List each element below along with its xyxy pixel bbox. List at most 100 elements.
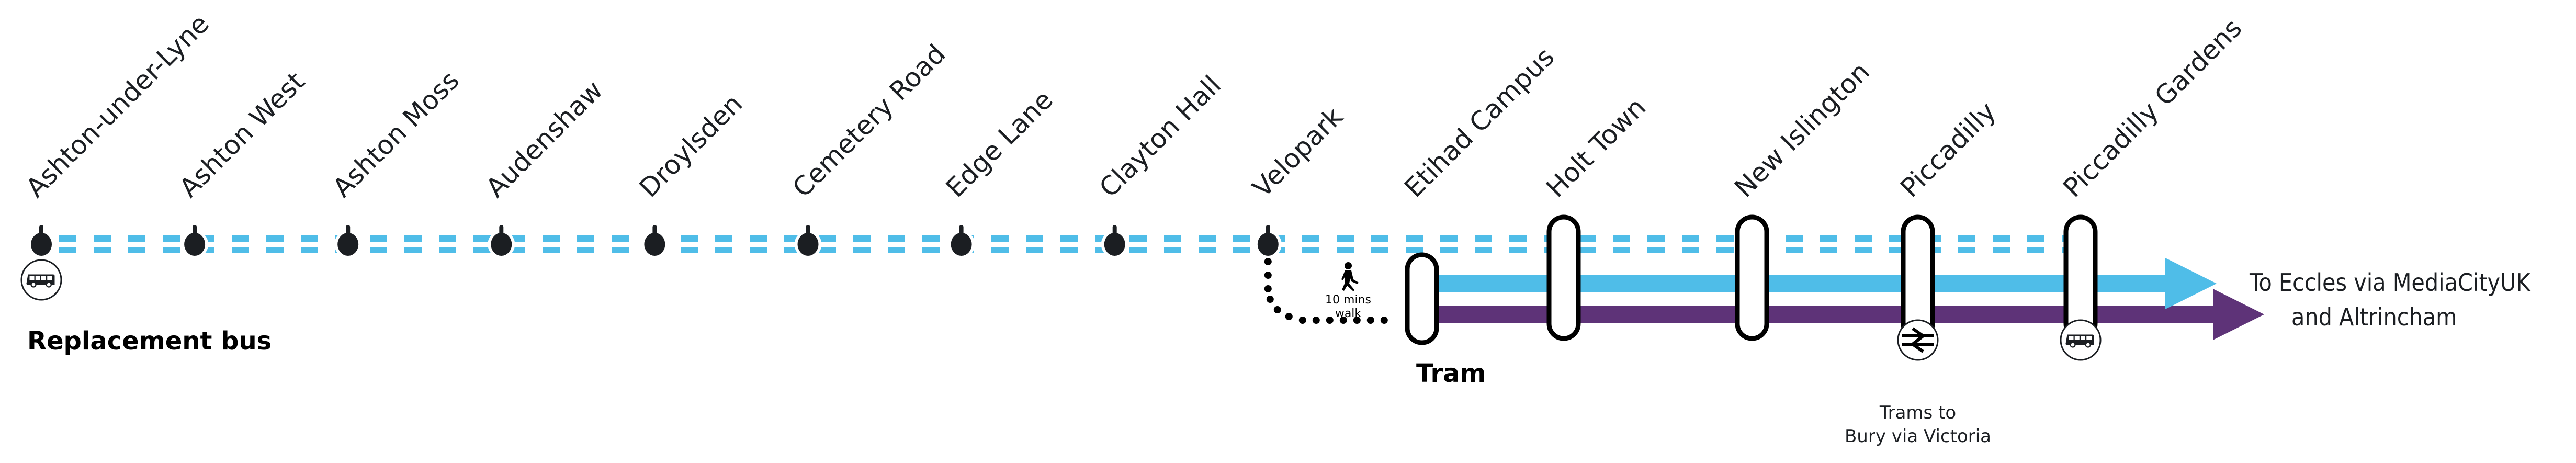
tram-stop-new-islington[interactable] bbox=[1735, 214, 1769, 341]
walk-dot bbox=[1366, 317, 1374, 324]
bus-line-dash bbox=[266, 235, 284, 242]
walk-dot bbox=[1339, 317, 1347, 324]
walk-dot bbox=[1326, 317, 1334, 324]
bus-line-dash bbox=[301, 247, 318, 253]
bus-line-dash bbox=[1613, 235, 1630, 242]
bus-line-dash bbox=[1993, 247, 2010, 253]
bus-line-dash bbox=[543, 247, 560, 253]
bus-line-dash bbox=[404, 235, 422, 242]
bus-line-dash bbox=[1647, 247, 1665, 253]
bus-line-dash bbox=[1199, 235, 1216, 242]
bus-line-dash bbox=[1786, 247, 1803, 253]
bus-line-dash bbox=[1026, 235, 1043, 242]
bus-line-dash bbox=[922, 235, 940, 242]
station-label: Ashton Moss bbox=[327, 65, 465, 203]
station-label: New Islington bbox=[1728, 57, 1875, 204]
bus-line-dash bbox=[1855, 235, 1872, 242]
arrow-blue-icon bbox=[2165, 258, 2217, 309]
bus-line-dash bbox=[1958, 247, 1975, 253]
bus-line-dash bbox=[1509, 235, 1527, 242]
bus-line-dash bbox=[715, 235, 732, 242]
bus-line-dash bbox=[232, 235, 249, 242]
bus-line-dash bbox=[1786, 235, 1803, 242]
bus-line-dash bbox=[1820, 247, 1837, 253]
bus-line-dash bbox=[1578, 247, 1596, 253]
walk-dot bbox=[1285, 313, 1293, 320]
national-rail-icon bbox=[1902, 327, 1934, 353]
station-label: Edge Lane bbox=[940, 85, 1059, 204]
bus-line-dash bbox=[577, 235, 594, 242]
station-label: Ashton West bbox=[174, 66, 311, 203]
tram-stop-holt-town[interactable] bbox=[1546, 214, 1581, 341]
walk-dot bbox=[1298, 317, 1306, 324]
bus-line-dash bbox=[163, 235, 180, 242]
bus-line-dash bbox=[1129, 247, 1147, 253]
station-label: Etihad Campus bbox=[1398, 42, 1560, 204]
bus-line-dash bbox=[94, 247, 111, 253]
bus-line-dash bbox=[1682, 235, 1699, 242]
bus-stop-marker[interactable] bbox=[181, 225, 209, 258]
bus-line-dash bbox=[543, 235, 560, 242]
walk-path bbox=[1264, 258, 1388, 324]
bus-line-dash bbox=[1855, 247, 1872, 253]
station-label: Piccadilly Gardens bbox=[2057, 13, 2247, 203]
bus-line-dash bbox=[2027, 235, 2044, 242]
rail-interchange-piccadilly bbox=[1897, 319, 1939, 361]
bus-line-dash bbox=[715, 247, 732, 253]
tram-stop-etihad-campus[interactable] bbox=[1405, 252, 1439, 345]
bus-line-dash bbox=[1958, 235, 1975, 242]
bus-line-dash bbox=[370, 247, 387, 253]
bus-line-dash bbox=[681, 235, 698, 242]
arrow-purple-icon bbox=[2213, 289, 2264, 340]
bus-line-dash bbox=[94, 235, 111, 242]
bus-line-dash bbox=[128, 247, 145, 253]
bus-line-dash bbox=[1371, 247, 1388, 253]
bus-line-dash bbox=[1164, 247, 1181, 253]
bus-line-dash bbox=[853, 235, 871, 242]
bus-line-dash bbox=[991, 235, 1009, 242]
walk-dot bbox=[1353, 317, 1361, 324]
walk-dot bbox=[1273, 306, 1281, 313]
bus-line-dash bbox=[612, 235, 629, 242]
bus-line-dash bbox=[370, 235, 387, 242]
bus-line-dash bbox=[577, 247, 594, 253]
bus-line-dash bbox=[750, 247, 767, 253]
bus-line-dash bbox=[1716, 235, 1734, 242]
bus-interchange-ashton bbox=[20, 259, 62, 301]
bus-line-dash bbox=[612, 247, 629, 253]
station-label: Piccadilly bbox=[1894, 96, 2002, 204]
bus-line-dash bbox=[439, 235, 456, 242]
bus-stop-marker[interactable] bbox=[947, 225, 975, 258]
bus-line-dash bbox=[991, 247, 1009, 253]
bus-line-dash bbox=[1371, 235, 1388, 242]
station-label: Droylsden bbox=[634, 88, 748, 203]
bus-line-dash bbox=[439, 247, 456, 253]
bus-stop-marker[interactable] bbox=[488, 225, 515, 258]
bus-line-dash bbox=[1233, 247, 1250, 253]
piccadilly-note-line2: Bury via Victoria bbox=[1845, 426, 1991, 447]
destination-line1: To Eccles via MediaCityUK bbox=[2249, 268, 2531, 297]
bus-line-dash bbox=[1475, 247, 1492, 253]
bus-line-dash bbox=[163, 247, 180, 253]
bus-line-dash bbox=[2027, 247, 2044, 253]
bus-stop-marker[interactable] bbox=[1254, 225, 1282, 258]
bus-stop-marker[interactable] bbox=[794, 225, 822, 258]
bus-stop-marker[interactable] bbox=[1101, 225, 1128, 258]
walk-time-label: 10 mins bbox=[1325, 293, 1371, 307]
bus-line-dash bbox=[750, 235, 767, 242]
walk-dot bbox=[1264, 272, 1272, 279]
station-label: Velopark bbox=[1247, 101, 1349, 204]
bus-line-dash bbox=[59, 235, 76, 242]
bus-stop-marker[interactable] bbox=[28, 225, 55, 258]
bus-line-dash bbox=[1509, 247, 1527, 253]
bus-line-dash bbox=[1199, 247, 1216, 253]
walk-dot bbox=[1380, 317, 1388, 324]
bus-interchange-piccadilly-gardens bbox=[2060, 319, 2102, 361]
station-label: Audenshaw bbox=[480, 75, 609, 204]
bus-stop-marker[interactable] bbox=[641, 225, 669, 258]
walk-dot bbox=[1312, 317, 1320, 324]
bus-line-dash bbox=[1578, 235, 1596, 242]
bus-line-dash bbox=[1820, 235, 1837, 242]
bus-line-dash bbox=[1337, 235, 1354, 242]
bus-stop-marker[interactable] bbox=[334, 225, 362, 258]
